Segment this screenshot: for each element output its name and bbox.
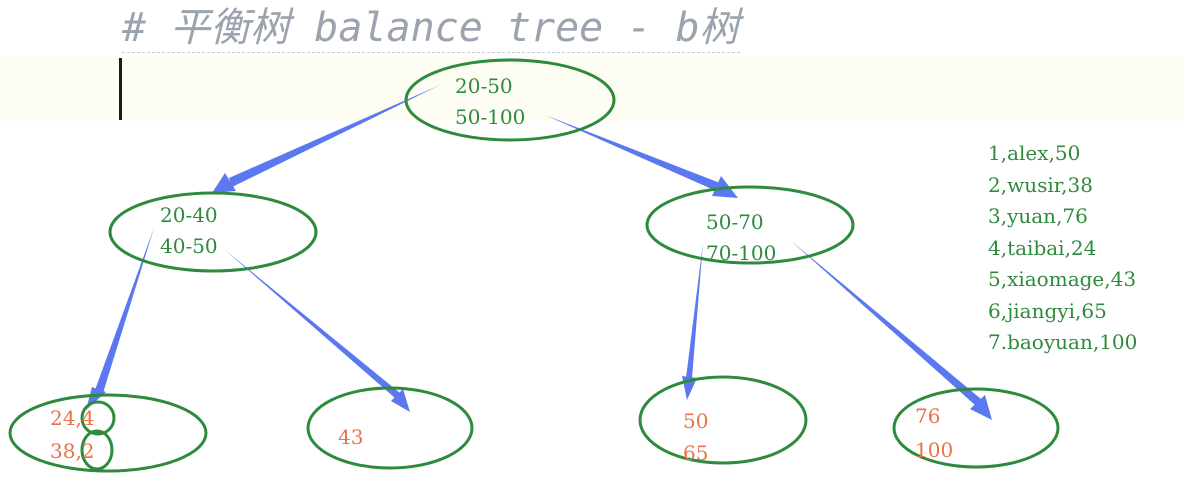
node-leaf3: 50 65	[638, 375, 808, 465]
edges	[86, 85, 992, 420]
node-key: 76	[915, 404, 940, 428]
edge-right-leaf3	[686, 243, 703, 378]
highlight-circle	[80, 429, 114, 471]
record-list: 1,alex,50 2,wusir,38 3,yuan,76 4,taibai,…	[988, 138, 1137, 359]
edge-root-left	[229, 85, 440, 187]
node-key: 20-40	[160, 203, 218, 227]
edge-left-leaf1	[95, 228, 154, 393]
page-title: # 平衡树 balance tree - b树	[122, 5, 740, 53]
node-key: 43	[338, 425, 363, 449]
record-item: 5,xiaomage,43	[988, 267, 1137, 291]
edge-right-leaf4-head	[970, 395, 992, 420]
node-key: 50-100	[455, 105, 525, 129]
edge-left-leaf2-head	[391, 389, 410, 412]
node-leaf2: 43	[306, 386, 474, 470]
node-left: 20-40 40-50	[108, 191, 318, 273]
node-key: 70-100	[706, 241, 776, 265]
node-outline	[108, 191, 318, 273]
node-root: 20-50 50-100	[404, 58, 616, 142]
record-item: 3,yuan,76	[988, 204, 1088, 228]
text-cursor	[119, 58, 122, 120]
node-key: 38,2	[50, 439, 95, 463]
node-leaf4: 76 100	[892, 387, 1060, 469]
edge-left-leaf2	[225, 250, 400, 398]
node-outline	[404, 58, 616, 142]
record-item: 6,jiangyi,65	[988, 298, 1107, 323]
node-key: 50	[683, 409, 708, 433]
edge-right-leaf4	[790, 240, 981, 405]
node-right: 50-70 70-100	[645, 185, 855, 265]
editor-line-highlight	[0, 57, 1184, 121]
node-key: 50-70	[706, 210, 764, 234]
edge-root-left-head	[212, 173, 236, 193]
node-outline	[892, 387, 1060, 469]
node-leaf1: 24,4 38,2	[8, 393, 208, 473]
node-key: 65	[683, 441, 708, 465]
node-outline	[8, 393, 208, 473]
highlight-circle	[80, 400, 116, 436]
node-key: 24,4	[50, 406, 95, 430]
record-item: 7.baoyuan,100	[988, 330, 1138, 354]
node-key: 40-50	[160, 234, 218, 258]
node-outline	[306, 386, 474, 470]
node-key: 100	[915, 438, 953, 462]
node-outline	[638, 375, 808, 465]
node-outline	[645, 185, 855, 265]
node-key: 20-50	[455, 74, 513, 98]
record-item: 1,alex,50	[988, 141, 1081, 165]
edge-root-right	[545, 115, 720, 190]
record-item: 4,taibai,24	[988, 235, 1097, 260]
record-item: 2,wusir,38	[988, 172, 1093, 197]
